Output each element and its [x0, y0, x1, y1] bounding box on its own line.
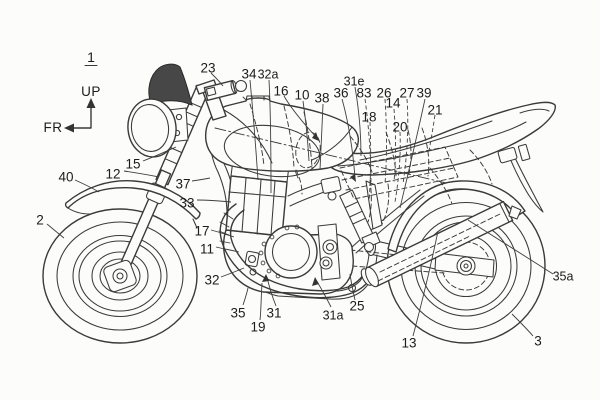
figure-number: 1 — [84, 49, 98, 67]
ref-label-39: 39 — [416, 86, 431, 101]
bar-end — [234, 79, 248, 93]
ref-label-40: 40 — [58, 170, 73, 185]
ref-label-21: 21 — [427, 103, 442, 118]
ref-label-17: 17 — [194, 224, 209, 239]
ref-label-3: 3 — [534, 334, 542, 349]
ref-label-27: 27 — [399, 86, 414, 101]
ref-label-83: 83 — [356, 86, 371, 101]
up-label: UP — [81, 84, 101, 99]
rear-shock-absorber — [339, 180, 383, 253]
front-arrow-icon — [64, 123, 74, 133]
front-fender — [64, 180, 201, 229]
up-arrow-icon — [86, 98, 96, 108]
orientation-indicator: UP FR — [44, 84, 101, 135]
ref-label-38: 38 — [314, 91, 329, 106]
ref-label-32: 32 — [204, 273, 219, 288]
intake-tubes — [287, 182, 325, 207]
ref-label-15: 15 — [125, 157, 140, 172]
ref-label-14: 14 — [385, 96, 401, 111]
front-label: FR — [44, 120, 63, 135]
ref-label-35a: 35a — [553, 270, 574, 284]
ref-label-34: 34 — [241, 67, 257, 82]
front-wheel — [42, 208, 198, 344]
leader-lines — [46, 72, 554, 337]
ref-label-13: 13 — [401, 336, 416, 351]
taillight-bracket — [497, 146, 518, 164]
exhaust-system — [218, 200, 522, 299]
reference-labels: 23 34 32a 16 10 38 36 31e 83 26 14 27 39… — [36, 61, 573, 351]
figure-number-text: 1 — [87, 49, 95, 65]
ref-label-31a: 31a — [323, 309, 344, 323]
front-lighting — [127, 63, 193, 158]
airbox-outline — [223, 124, 321, 178]
ref-label-36: 36 — [333, 86, 348, 101]
cover-bolts — [258, 224, 300, 279]
windscreen — [148, 63, 193, 106]
ref-label-31e: 31e — [344, 75, 365, 89]
ref-label-18: 18 — [361, 110, 376, 125]
ref-label-33: 33 — [179, 196, 194, 211]
ref-label-2: 2 — [36, 213, 44, 228]
ref-label-26: 26 — [376, 86, 391, 101]
hidden-internal-lines — [214, 103, 493, 225]
ref-label-11: 11 — [200, 242, 214, 257]
ref-label-19: 19 — [250, 320, 265, 335]
ref-label-16: 16 — [273, 84, 288, 99]
fuel-tank — [204, 95, 360, 178]
ref-label-12: 12 — [105, 167, 120, 182]
ref-label-23: 23 — [200, 61, 215, 76]
ref-label-20: 20 — [392, 120, 407, 135]
ref-label-37: 37 — [175, 177, 190, 192]
ref-label-25: 25 — [349, 299, 364, 314]
ref-label-10: 10 — [294, 88, 309, 103]
ref-label-32a: 32a — [258, 68, 279, 82]
ref-label-35: 35 — [230, 306, 245, 321]
ref-label-31: 31 — [266, 306, 281, 321]
